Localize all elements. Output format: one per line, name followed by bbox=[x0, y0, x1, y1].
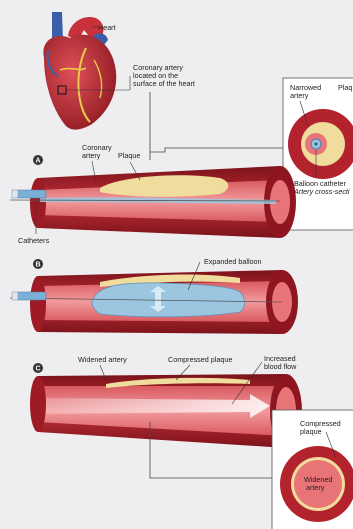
svg-text:Compressed plaque: Compressed plaque bbox=[168, 355, 232, 364]
svg-text:artery: artery bbox=[290, 91, 309, 100]
svg-text:Plaque: Plaque bbox=[118, 151, 140, 160]
catheter-a bbox=[12, 190, 46, 198]
step-a-badge: A bbox=[33, 155, 43, 165]
step-c-badge: C bbox=[33, 363, 43, 373]
svg-text:A: A bbox=[35, 158, 40, 165]
artery-panel-a bbox=[10, 166, 296, 238]
svg-text:blood flow: blood flow bbox=[264, 362, 297, 371]
svg-text:artery: artery bbox=[82, 151, 101, 160]
svg-text:Heart: Heart bbox=[98, 23, 116, 32]
svg-text:B: B bbox=[35, 262, 40, 269]
svg-text:Plaq: Plaq bbox=[338, 83, 352, 92]
svg-text:Catheters: Catheters bbox=[18, 236, 50, 245]
artery-panel-b bbox=[10, 270, 298, 334]
artery-panel-c bbox=[30, 374, 302, 448]
svg-text:Widened artery: Widened artery bbox=[78, 355, 127, 364]
catheter-b bbox=[12, 292, 46, 300]
step-b-badge: B bbox=[33, 259, 43, 269]
svg-text:C: C bbox=[35, 366, 40, 373]
inset-top-connector bbox=[150, 148, 283, 152]
inset-widened-artery: Compressed plaque Widened artery bbox=[272, 410, 353, 529]
svg-text:Expanded balloon: Expanded balloon bbox=[204, 257, 262, 266]
svg-text:plaque: plaque bbox=[300, 427, 322, 436]
svg-text:surface of the heart: surface of the heart bbox=[133, 79, 195, 88]
svg-text:artery: artery bbox=[306, 483, 325, 492]
svg-text:Artery cross-secti: Artery cross-secti bbox=[293, 187, 350, 196]
